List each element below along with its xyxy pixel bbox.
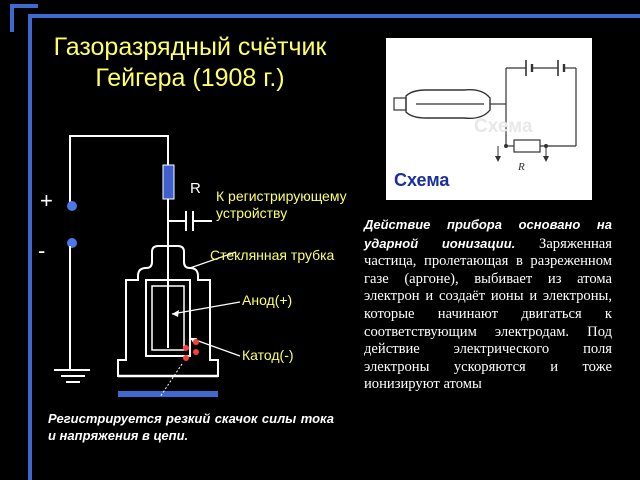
slide-title: Газоразрядный счётчик Гейгера (1908 г.) <box>53 33 327 92</box>
terminal-plus <box>67 201 77 211</box>
tube-bulb <box>405 88 491 120</box>
particle-1 <box>193 339 199 345</box>
resistor <box>162 164 175 200</box>
particle-2 <box>183 345 189 351</box>
label-recorder: К регистрирующему устройству <box>216 188 347 221</box>
glass-tube <box>117 245 219 377</box>
frame-left-bar <box>28 14 32 480</box>
label-glass-tube: Стеклянная трубка <box>210 247 335 263</box>
description-lead: Действие прибора основано на ударной ион… <box>364 217 612 251</box>
pointer-anode <box>171 301 241 315</box>
minus-sign: - <box>38 238 46 263</box>
scheme-watermark-text: Схема <box>474 116 533 137</box>
resistor-label: R <box>190 180 201 197</box>
output-arrow-right <box>543 156 549 162</box>
frame-top-bar <box>28 14 640 18</box>
scheme-caption: Схема <box>394 170 450 190</box>
particle-track <box>159 363 183 398</box>
terminal-minus <box>67 238 77 248</box>
particle-4 <box>183 355 189 361</box>
window-plate <box>118 391 218 397</box>
label-anode: Анод(+) <box>242 292 293 308</box>
frame-corner <box>10 4 38 32</box>
wire-to-ground <box>54 246 71 371</box>
label-cathode: Катод(-) <box>242 347 294 363</box>
junction-left <box>504 144 508 148</box>
scheme-image: R <box>386 38 592 200</box>
pointer-anode-head <box>172 310 179 317</box>
wire-top <box>69 135 169 203</box>
scheme-drawing: R <box>393 60 577 173</box>
bottom-note: Регистрируется резкий скачок силы тока и… <box>48 411 334 443</box>
description-text: Действие прибора основано на ударной ион… <box>364 216 612 394</box>
description-body: Заряженная частица, пролетающая в разреж… <box>364 235 612 393</box>
particle-3 <box>193 349 199 355</box>
pointer-tube <box>189 251 237 269</box>
scheme-resistor-label: R <box>517 161 525 173</box>
plus-sign: + <box>40 188 53 213</box>
output-arrow-left <box>495 156 501 162</box>
